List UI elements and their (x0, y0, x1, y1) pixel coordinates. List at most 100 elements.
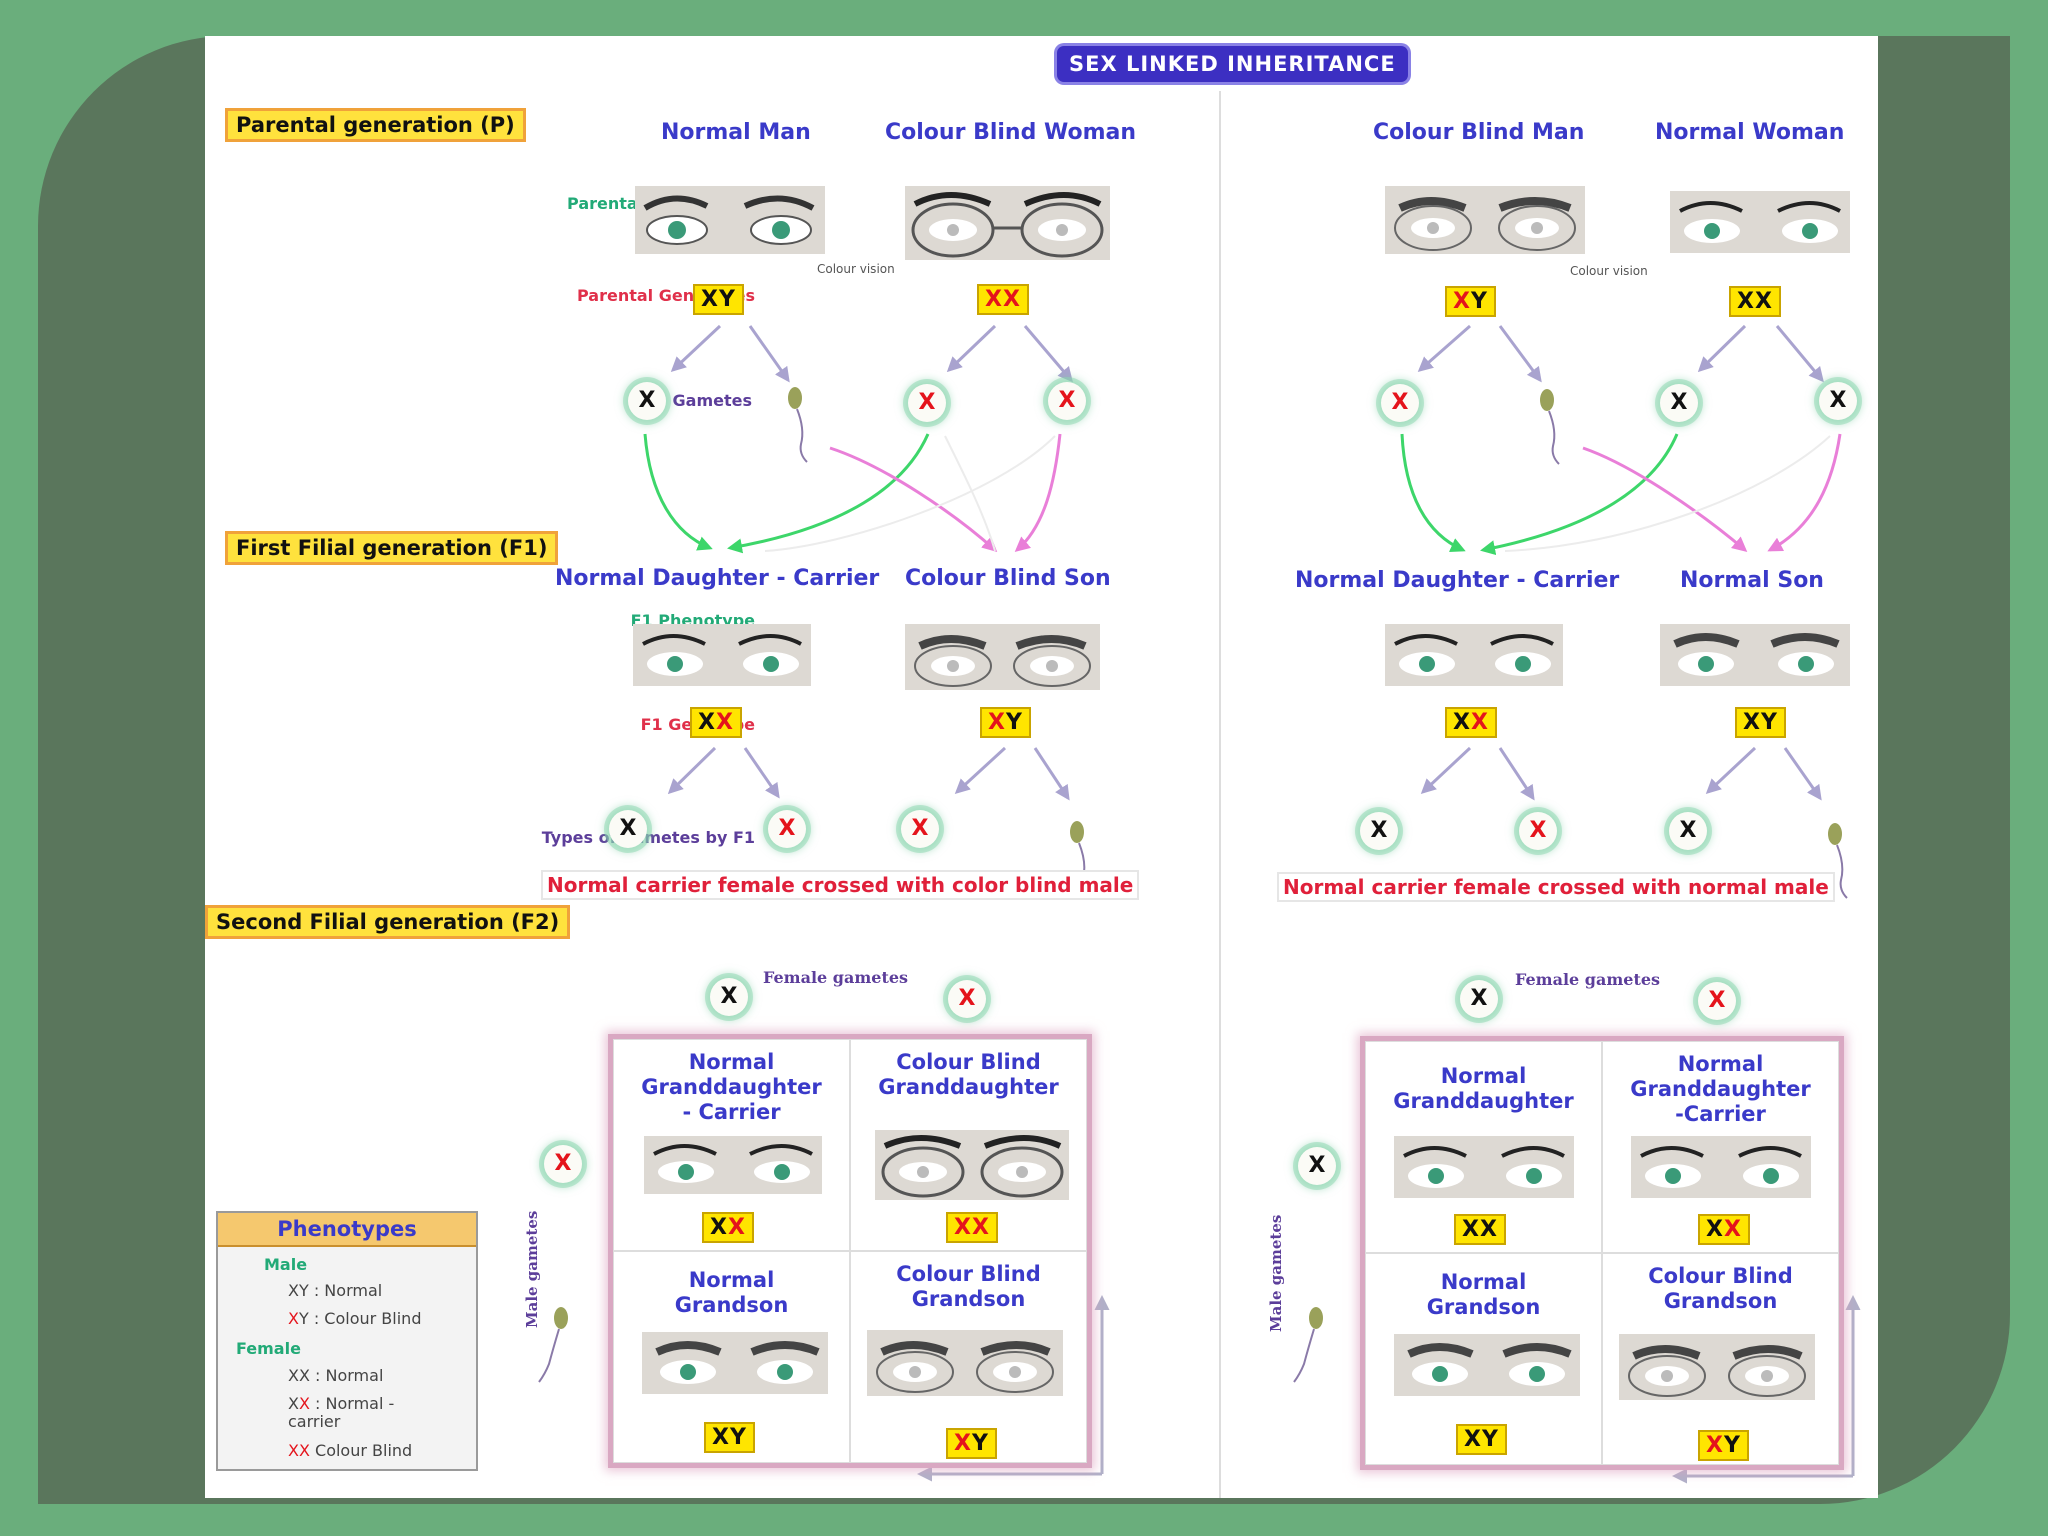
right-f1-son-eyes (1660, 624, 1850, 686)
cell-eyes (875, 1130, 1069, 1200)
page-title: SEX LINKED INHERITANCE (1057, 46, 1408, 82)
cell-genotype: XY (704, 1422, 755, 1453)
cell-eyes (1394, 1136, 1574, 1198)
punnett-cell: Normal Granddaughter XX (1365, 1041, 1602, 1253)
punnett-cell: Colour Blind Grandson XY (1602, 1253, 1839, 1465)
left-f1-son-eyes (905, 624, 1100, 690)
left-cross-note: Normal carrier female crossed with color… (541, 870, 1140, 900)
f1-gametes-label: Types of gametes by F1 (541, 828, 755, 847)
cell-title: Normal Granddaughter (1393, 1064, 1574, 1113)
left-f1-gamete-x-affected-1: X (768, 810, 806, 848)
right-f1-gamete-arrows (1420, 746, 1822, 801)
cell-title: Colour Blind Granddaughter (878, 1050, 1059, 1099)
cell-eyes (1619, 1334, 1815, 1400)
right-p-gamete-x-affected: X (1381, 384, 1419, 422)
left-green-arrow-2 (727, 433, 930, 554)
glasses-eyes-icon (1394, 197, 1576, 251)
f2-generation-label: Second Filial generation (F2) (205, 905, 571, 939)
cell-genotype: XY (1698, 1430, 1749, 1461)
right-female-gametes-label: Female gametes (1515, 970, 1661, 989)
left-f2-female-gamete-x: X (710, 978, 748, 1016)
legend-xy-normal-text: : Normal (313, 1281, 383, 1300)
punnett-cell: Colour Blind Grandson XY (850, 1251, 1087, 1463)
diagram-canvas: SEX LINKED INHERITANCE Parental generati… (205, 36, 1878, 1498)
right-green-arrow-2 (1480, 433, 1679, 556)
legend-female-heading: Female (236, 1339, 301, 1358)
legend-xx-normal-text: : Normal (315, 1366, 384, 1385)
right-f2-female-gamete-x: X (1460, 980, 1498, 1018)
cell-eyes (642, 1332, 828, 1394)
punnett-axis-arrows (917, 1295, 1861, 1484)
cell-title: Colour Blind Grandson (1648, 1264, 1793, 1313)
cell-genotype: XX (1698, 1214, 1750, 1245)
right-parent-gamete-arrows (1417, 324, 1824, 383)
right-green-arrow-1 (1400, 433, 1466, 552)
right-parent2-genotype: XX (1729, 286, 1781, 317)
f1-generation-label: First Filial generation (F1) (225, 531, 559, 565)
cell-title: Normal Granddaughter -Carrier (1630, 1052, 1811, 1126)
left-f2-male-gamete-x-affected: X (544, 1145, 582, 1183)
left-green-arrow-1 (643, 433, 713, 551)
arrows-layer (643, 91, 1861, 1498)
right-f1-gamete-x-2: X (1669, 812, 1707, 850)
left-f1-gamete-x: X (609, 810, 647, 848)
punnett-cell: Normal Grandson XY (613, 1251, 850, 1463)
left-colour-vision-label: Colour vision (817, 262, 895, 276)
right-f1-child2-heading: Normal Son (1680, 568, 1824, 593)
legend-xy-normal: XY : Normal (288, 1281, 383, 1300)
punnett-cell: Colour Blind Granddaughter XX (850, 1039, 1087, 1251)
right-f1-daughter-genotype: XX (1445, 707, 1497, 738)
legend-xx-colour-blind: XX Colour Blind (288, 1441, 413, 1460)
right-pink-arrow-2 (1767, 433, 1842, 552)
right-parent1-eyes (1385, 186, 1585, 254)
cell-genotype: XX (702, 1212, 754, 1243)
right-f1-daughter-eyes (1385, 624, 1563, 686)
left-female-gametes-label: Female gametes (763, 968, 909, 987)
right-male-gametes-label: Male gametes (1267, 1214, 1285, 1332)
left-f1-son-genotype: XY (980, 707, 1031, 738)
phenotypes-legend: Phenotypes Male XY : Normal XY : Colour … (216, 1211, 478, 1471)
legend-male-heading: Male (264, 1255, 308, 1274)
right-parent1-heading: Colour Blind Man (1373, 120, 1585, 145)
cell-eyes (644, 1136, 822, 1194)
cell-eyes (1394, 1334, 1580, 1396)
cell-genotype: XY (946, 1428, 997, 1459)
legend-title: Phenotypes (218, 1213, 476, 1247)
left-f1-daughter-eyes (633, 624, 811, 686)
right-f2-female-gamete-x-affected: X (1698, 982, 1736, 1020)
right-pink-arrow-1 (1582, 446, 1748, 552)
right-f1-gamete-x-1: X (1360, 812, 1398, 850)
right-parent2-heading: Normal Woman (1655, 120, 1845, 145)
cell-title: Normal Grandson (1426, 1270, 1541, 1319)
left-f1-gamete-arrows (667, 746, 1070, 801)
punnett-cell: Normal Granddaughter - Carrier XX (613, 1039, 850, 1251)
cell-genotype: XX (946, 1212, 998, 1243)
left-f1-child2-heading: Colour Blind Son (905, 566, 1111, 591)
left-parent1-eyes (635, 186, 825, 254)
left-parent1-genotype: XY (693, 284, 744, 315)
left-f2-female-gamete-x-affected: X (948, 980, 986, 1018)
left-p-gamete-x: X (628, 382, 666, 420)
right-punnett-square: Normal Granddaughter XX Normal Granddaug… (1360, 1036, 1844, 1470)
left-pink-arrow-2 (1014, 433, 1062, 552)
left-parent2-genotype: XX (977, 284, 1029, 315)
legend-xx-normal: XX : Normal (288, 1366, 384, 1385)
right-f1-gamete-x-affected: X (1519, 812, 1557, 850)
right-f1-son-genotype: XY (1735, 707, 1786, 738)
right-f1-child1-heading: Normal Daughter - Carrier (1295, 568, 1620, 593)
right-parent1-genotype: XY (1445, 286, 1496, 317)
legend-xy-colour-blind: XY : Colour Blind (288, 1309, 422, 1328)
left-f1-child1-heading: Normal Daughter - Carrier (555, 566, 880, 591)
left-parent2-heading: Colour Blind Woman (885, 120, 1137, 145)
punnett-cell: Normal Granddaughter -Carrier XX (1602, 1041, 1839, 1253)
right-p-gamete-x-1: X (1660, 384, 1698, 422)
left-parent-gamete-arrows (670, 324, 1073, 383)
left-faint-arrow (764, 435, 1056, 552)
glasses-eyes-icon (911, 192, 1104, 258)
normal-eyes-icon (1679, 201, 1841, 243)
right-p-gamete-x-2: X (1819, 382, 1857, 420)
right-parent2-eyes (1670, 191, 1850, 253)
legend-xx-cb-text: Colour Blind (315, 1441, 413, 1460)
left-punnett-square: Normal Granddaughter - Carrier XX Colour… (608, 1034, 1092, 1468)
legend-xx-carrier: XX : Normal - carrier (288, 1394, 395, 1431)
